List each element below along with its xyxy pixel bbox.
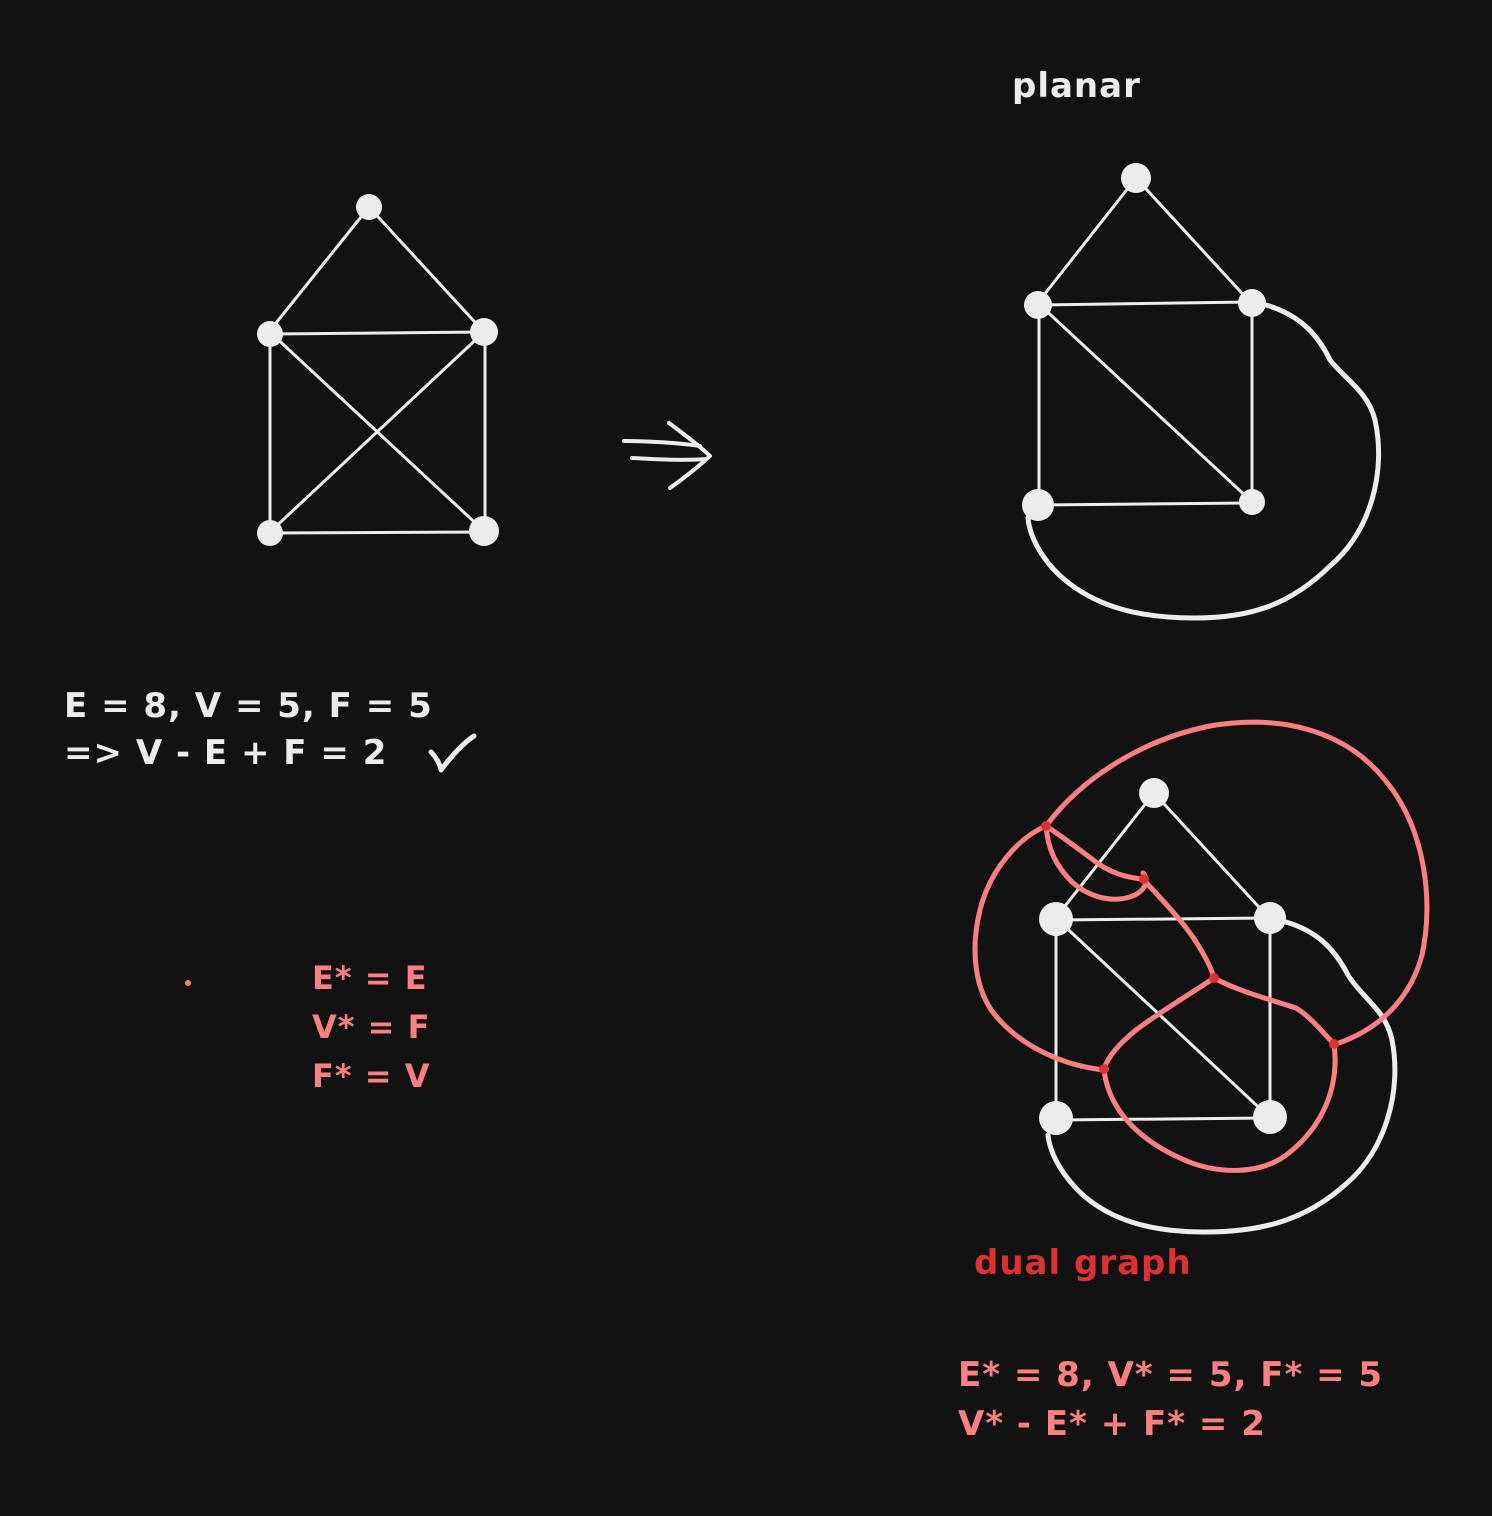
vertex <box>257 520 283 546</box>
dual-graph-label: dual graph <box>974 1243 1192 1283</box>
edge <box>1038 501 1252 507</box>
dual-edge <box>1043 719 1430 1047</box>
vertex <box>257 321 283 347</box>
edge <box>1056 918 1270 1118</box>
planar-label: planar <box>1012 66 1141 106</box>
dual-edge <box>1140 876 1217 981</box>
dual-edge <box>1101 975 1217 1072</box>
vertex <box>1238 289 1266 317</box>
dual-relation-vertices: V* = F <box>312 1008 431 1046</box>
dual-graph-edges <box>972 719 1430 1173</box>
edge-top-right <box>367 205 486 334</box>
dual-edge <box>1211 975 1337 1047</box>
dual-stats-line-1: E* = 8, V* = 5, F* = 5 <box>958 1355 1384 1395</box>
dual-relation-edges: E* = E <box>312 959 428 997</box>
dual-stats-line-2: V* - E* + F* = 2 <box>958 1404 1266 1444</box>
edge <box>1152 791 1270 919</box>
edge-bottom-horizontal <box>268 530 486 535</box>
dual-vertex <box>1329 1039 1339 1049</box>
original-vertices <box>257 194 499 546</box>
dual-vertex <box>1209 973 1219 983</box>
stray-dot <box>185 980 191 986</box>
vertex <box>1139 778 1169 808</box>
vertex <box>1039 902 1073 936</box>
original-graph <box>268 205 487 535</box>
dual-vertex <box>1099 1064 1109 1074</box>
edge <box>1038 176 1138 302</box>
original-stats-line-2: => V - E + F = 2 <box>64 733 388 773</box>
edge <box>1056 1116 1270 1122</box>
dual-edge <box>1043 823 1146 882</box>
edge <box>1038 303 1252 502</box>
edge <box>1056 916 1270 922</box>
edge-mid-horizontal <box>270 330 486 336</box>
edge <box>1134 176 1252 304</box>
vertex <box>470 318 498 346</box>
vertex <box>1239 489 1265 515</box>
edge <box>1056 791 1156 917</box>
vertex <box>1254 902 1286 934</box>
checkmark-icon <box>428 733 477 773</box>
original-stats-line-1: E = 8, V = 5, F = 5 <box>64 686 433 726</box>
vertex <box>1121 163 1151 193</box>
edge-top-left <box>270 205 371 330</box>
dual-vertex <box>1041 821 1051 831</box>
overlay-planar-graph <box>1054 791 1272 1122</box>
double-arrow-icon <box>622 421 712 490</box>
edge <box>1038 300 1252 307</box>
dual-edge <box>972 823 1107 1073</box>
dual-edge <box>1101 1041 1338 1173</box>
edge-diagonal-b <box>268 330 486 534</box>
planar-vertices <box>1022 163 1266 521</box>
dual-graph-vertices <box>1041 821 1339 1074</box>
dual-relation-faces: F* = V <box>312 1057 431 1095</box>
vertex <box>469 516 499 546</box>
dual-vertex <box>1139 874 1149 884</box>
overlay-outer-edge <box>1045 919 1398 1235</box>
vertex <box>1253 1100 1287 1134</box>
vertex <box>1022 489 1054 521</box>
overlay-planar-vertices <box>1039 778 1287 1135</box>
vertex <box>356 194 382 220</box>
planar-graph <box>1037 176 1254 507</box>
vertex <box>1039 1101 1073 1135</box>
vertex <box>1024 291 1052 319</box>
planar-outer-edge <box>1025 302 1382 621</box>
